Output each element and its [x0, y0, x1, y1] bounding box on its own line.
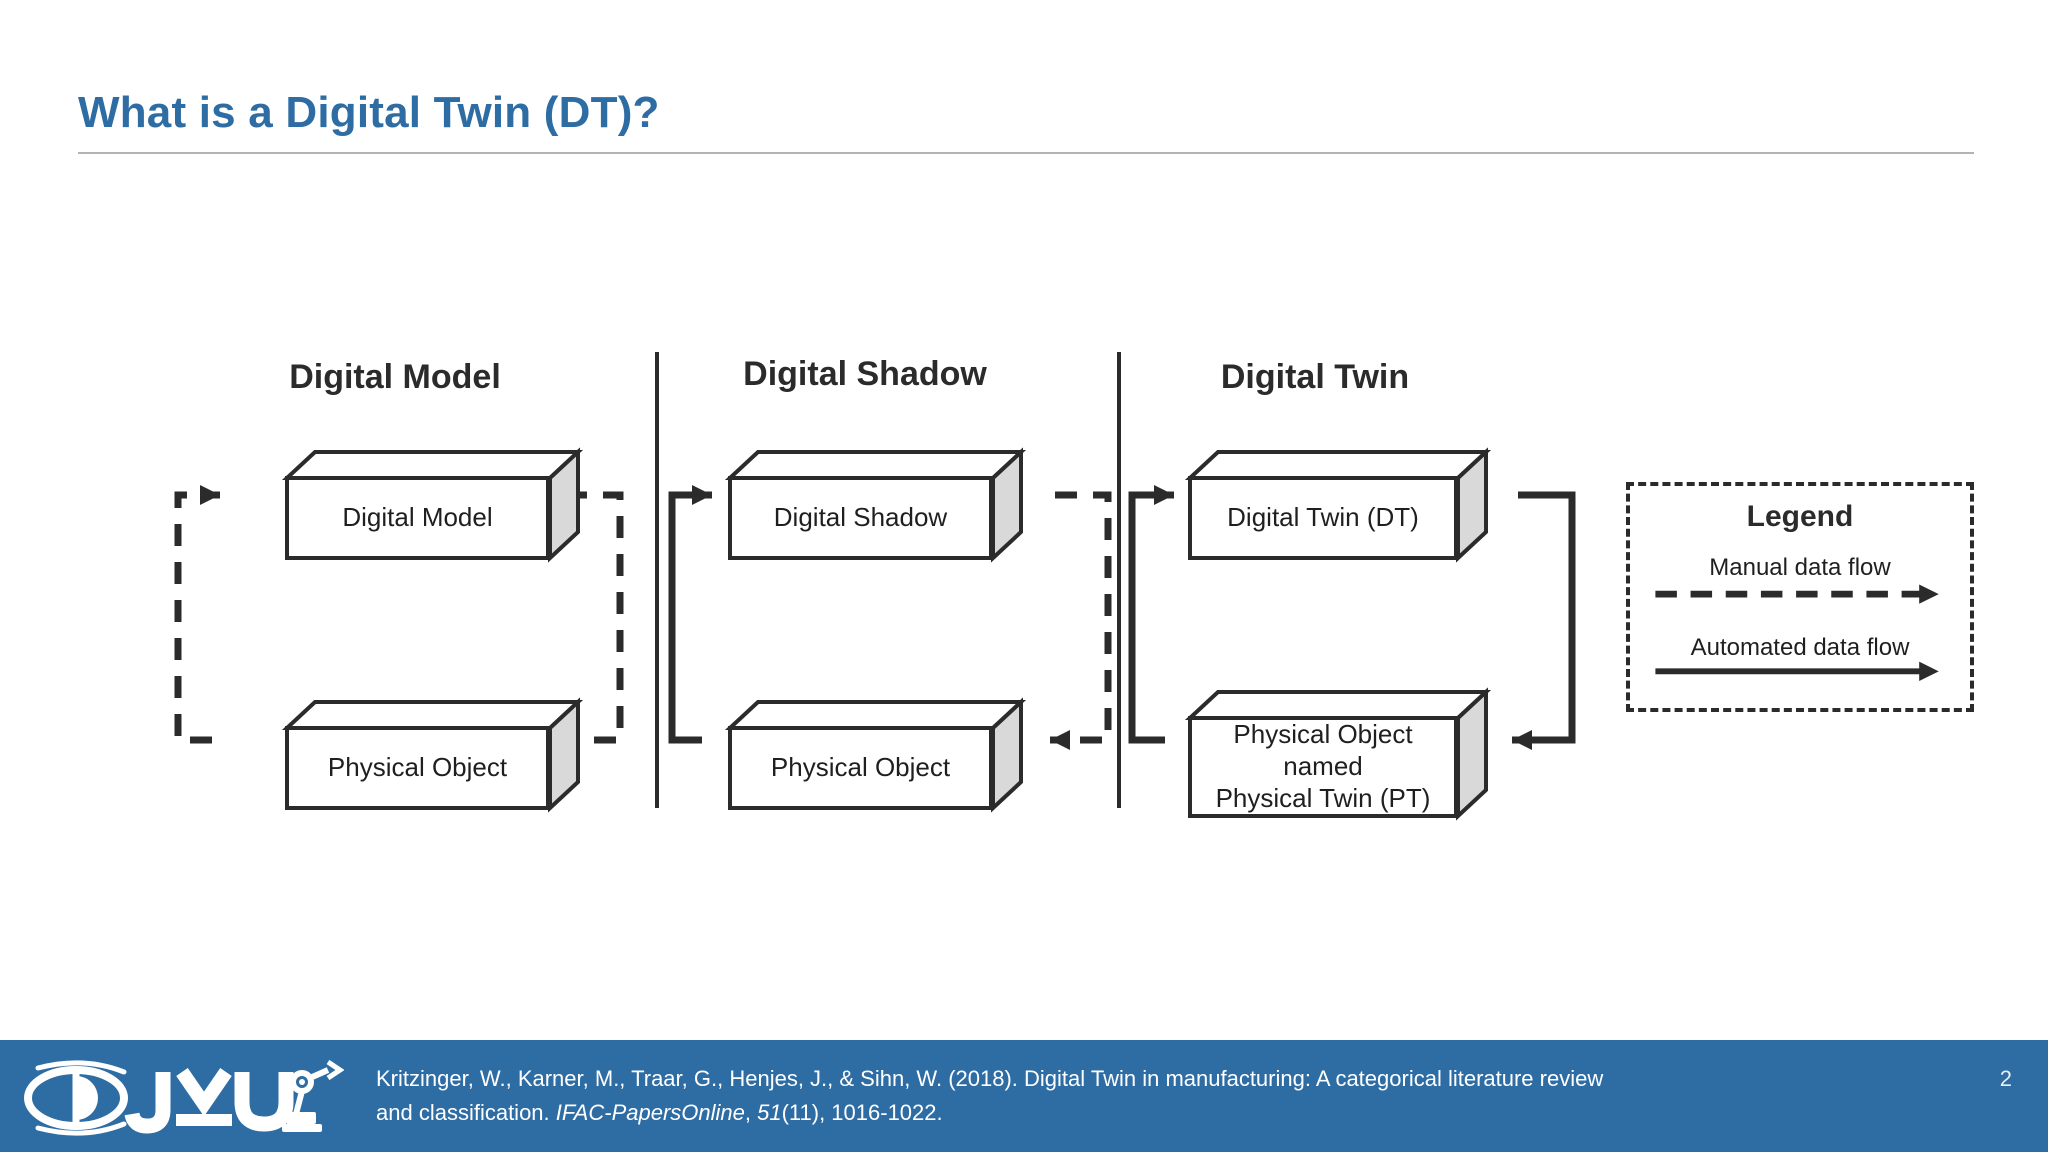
box-front-face: Physical Object	[728, 726, 993, 810]
box-label: Physical Object	[327, 752, 508, 783]
box-front-face: Digital Model	[285, 476, 550, 560]
flow-paths-digital-twin	[1128, 485, 1576, 750]
arrowhead-dt-left	[1154, 485, 1174, 505]
box-digital-shadow-bottom: Physical Object	[728, 700, 1023, 810]
column-title-digital-shadow: Digital Shadow	[743, 355, 987, 393]
arrowhead-dt-right	[1512, 730, 1532, 750]
citation-line-2-sep: ,	[744, 1100, 758, 1126]
legend-dashed-arrowhead	[1919, 584, 1939, 604]
box-top-and-side-faces	[285, 700, 580, 810]
page-number: 2	[1999, 1066, 2012, 1091]
citation-line-2-suffix: (11), 1016-1022.	[781, 1100, 943, 1126]
legend-solid-arrowhead	[1919, 661, 1939, 681]
box-digital-twin-bottom: Physical Object named Physical Twin (PT)	[1188, 690, 1488, 818]
box-label: Digital Model	[342, 502, 493, 533]
box-front-face: Physical Object named Physical Twin (PT)	[1188, 716, 1458, 818]
box-digital-twin-top: Digital Twin (DT)	[1188, 450, 1488, 560]
arrowhead-ds-left	[692, 485, 712, 505]
box-front-face: Digital Shadow	[728, 476, 993, 560]
legend-panel: Legend Manual data flow Automated data f…	[1626, 482, 1974, 712]
path-dt-left	[1128, 491, 1174, 744]
column-divider-2	[1117, 352, 1121, 808]
box-label: Digital Twin (DT)	[1227, 502, 1419, 533]
box-label: Physical Object named Physical Twin (PT)	[1192, 719, 1454, 814]
citation-journal: IFAC-PapersOnline	[555, 1100, 745, 1126]
path-dm-left	[174, 491, 220, 744]
box-front-face: Digital Twin (DT)	[1188, 476, 1458, 560]
box-digital-model-bottom: Physical Object	[285, 700, 580, 810]
legend-title: Legend	[1746, 500, 1854, 533]
box-top-and-side-faces	[1188, 690, 1488, 818]
box-label: Physical Object	[770, 752, 951, 783]
box-digital-shadow-top: Digital Shadow	[728, 450, 1023, 560]
page-title: What is a Digital Twin (DT)?	[78, 88, 660, 137]
arrowhead-dm-left	[200, 485, 220, 505]
column-title-digital-twin: Digital Twin	[1220, 358, 1410, 396]
flow-paths-digital-shadow	[668, 485, 1112, 750]
legend-label-automated: Automated data flow	[1690, 634, 1910, 661]
box-top-and-side-faces	[728, 450, 1023, 560]
box-label: Digital Shadow	[773, 502, 948, 533]
citation-text: Kritzinger, W., Karner, M., Traar, G., H…	[376, 1062, 1776, 1130]
box-label-line2: Physical Twin (PT)	[1215, 782, 1431, 813]
path-dt-right	[1512, 491, 1576, 744]
legend-sample-arrows	[1655, 584, 1939, 681]
box-top-and-side-faces	[728, 700, 1023, 810]
footer-bar: Kritzinger, W., Karner, M., Traar, G., H…	[0, 1040, 2048, 1152]
path-ds-left	[668, 491, 712, 744]
jku-cdl-logo	[24, 1059, 344, 1136]
arrowhead-ds-right	[1050, 730, 1070, 750]
box-label-line1: Physical Object named	[1233, 719, 1413, 782]
citation-volume: 51	[757, 1100, 782, 1126]
digital-twin-diagram: Digital Model Digital Shadow Digital Twi…	[174, 352, 1974, 1040]
legend-label-manual: Manual data flow	[1709, 554, 1891, 581]
citation-line-1: Kritzinger, W., Karner, M., Traar, G., H…	[376, 1066, 1604, 1091]
column-divider-1	[655, 352, 659, 808]
citation-line-2-prefix: and classification.	[376, 1100, 556, 1126]
title-divider-rule	[78, 152, 1974, 154]
box-front-face: Physical Object	[285, 726, 550, 810]
box-digital-model-top: Digital Model	[285, 450, 580, 560]
column-title-digital-model: Digital Model	[289, 358, 501, 396]
path-ds-right	[1050, 491, 1112, 744]
